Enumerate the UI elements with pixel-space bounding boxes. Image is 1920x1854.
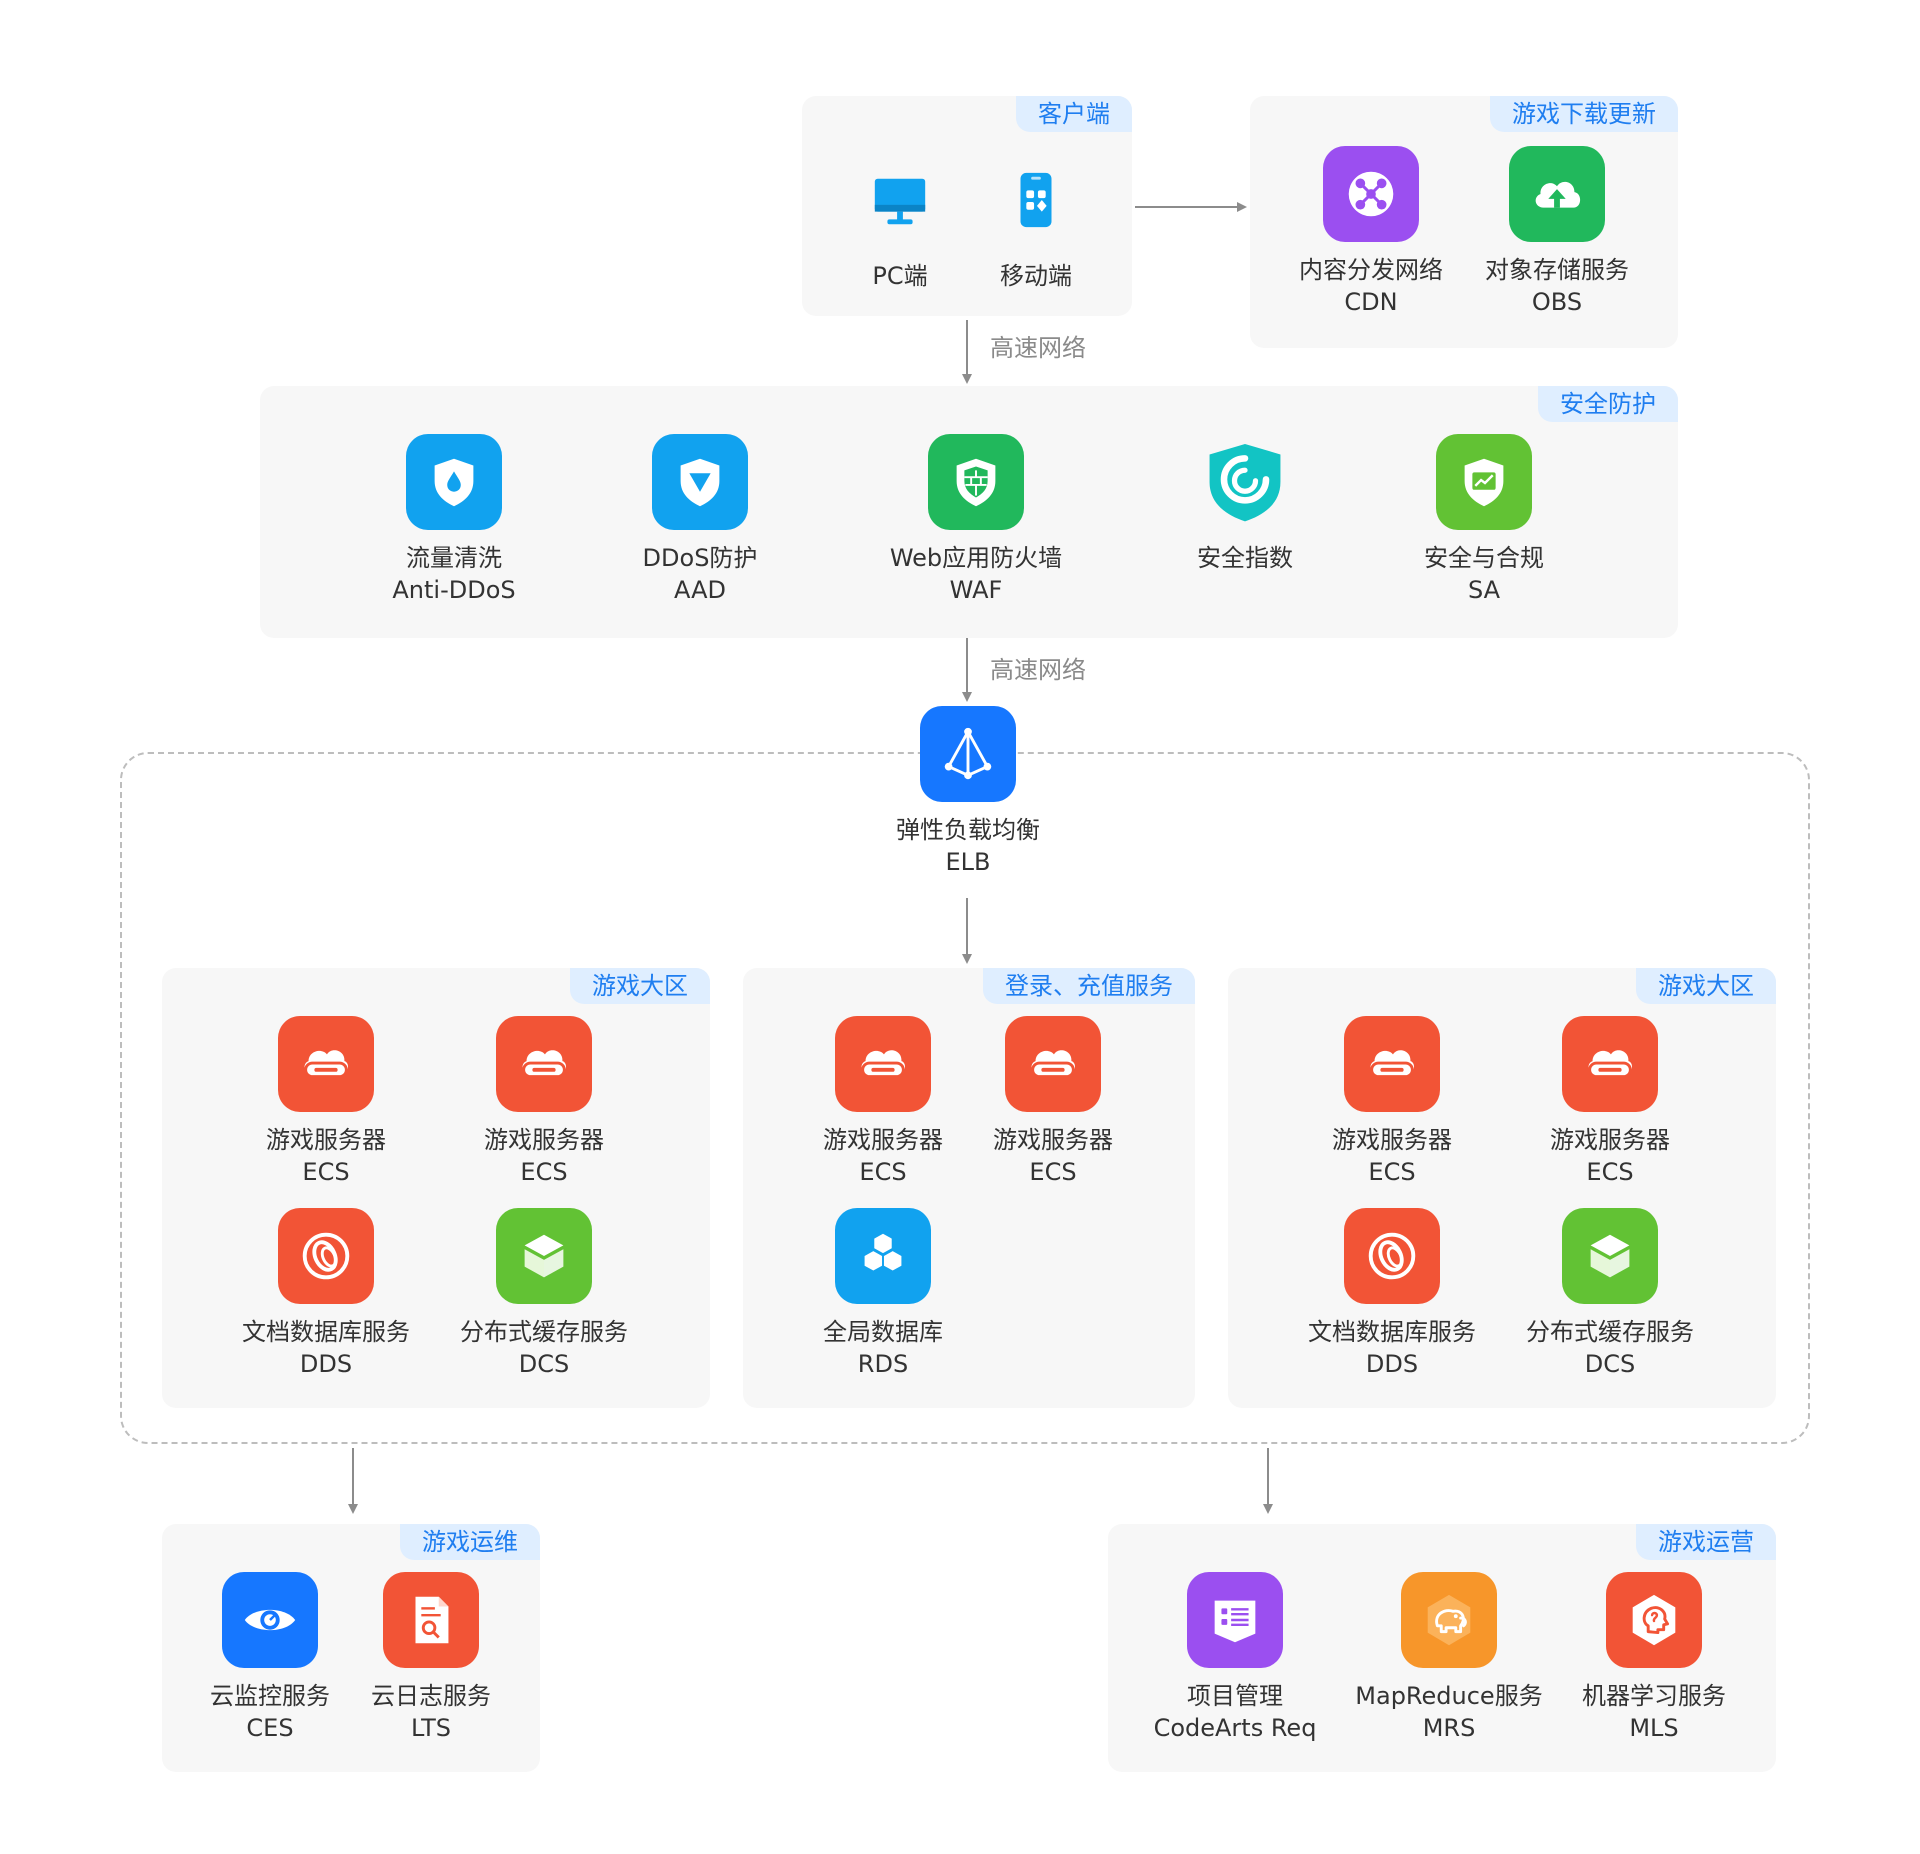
node-mls[interactable]: 机器学习服务 MLS: [1554, 1572, 1754, 1744]
server-cloud-icon: [1005, 1016, 1101, 1112]
group-tag-login: 登录、充值服务: [983, 968, 1195, 1004]
node-dcs[interactable]: 分布式缓存服务 DCS: [444, 1208, 644, 1380]
server-cloud-icon: [496, 1016, 592, 1112]
server-cloud-icon: [1344, 1016, 1440, 1112]
brain-head-icon: [1606, 1572, 1702, 1668]
group-tag-zone-left: 游戏大区: [570, 968, 710, 1004]
node-ces[interactable]: 云监控服务 CES: [170, 1572, 370, 1744]
shield-drop-icon: [406, 434, 502, 530]
node-waf[interactable]: Web应用防火墙 WAF: [876, 434, 1076, 606]
group-tag-client: 客户端: [1016, 96, 1132, 132]
node-codearts-req[interactable]: 项目管理 CodeArts Req: [1135, 1572, 1335, 1744]
group-tag-ops: 游戏运维: [400, 1524, 540, 1560]
node-obs[interactable]: 对象存储服务 OBS: [1457, 146, 1657, 318]
login-recharge-group: 登录、充值服务 游戏服务器 ECS 游戏服务器 ECS 全局数据库 RDS: [743, 968, 1195, 1408]
node-anti-ddos[interactable]: 流量清洗 Anti-DDoS: [354, 434, 554, 606]
server-cloud-icon: [835, 1016, 931, 1112]
node-mrs[interactable]: MapReduce服务 MRS: [1349, 1572, 1549, 1744]
document-db-icon: [278, 1208, 374, 1304]
node-elb[interactable]: 弹性负载均衡 ELB: [868, 706, 1068, 878]
node-aad[interactable]: DDoS防护 AAD: [600, 434, 800, 606]
load-balancer-icon: [920, 706, 1016, 802]
node-ecs[interactable]: 游戏服务器 ECS: [1510, 1016, 1710, 1188]
shield-brick-icon: [928, 434, 1024, 530]
game-ops-group: 游戏运维 云监控服务 CES 云日志服务 LTS: [162, 1524, 540, 1772]
network-label-upper: 高速网络: [990, 334, 1086, 362]
node-ecs[interactable]: 游戏服务器 ECS: [783, 1016, 983, 1188]
log-search-icon: [383, 1572, 479, 1668]
node-cdn[interactable]: 内容分发网络 CDN: [1271, 146, 1471, 318]
group-tag-security: 安全防护: [1538, 386, 1678, 422]
node-sa[interactable]: 安全与合规 SA: [1384, 434, 1584, 606]
shield-ring-icon: [1197, 434, 1293, 530]
game-zone-left-group: 游戏大区 游戏服务器 ECS 游戏服务器 ECS 文档数据库服务 DDS 分布式…: [162, 968, 710, 1408]
group-tag-zone-right: 游戏大区: [1636, 968, 1776, 1004]
server-cloud-icon: [278, 1016, 374, 1112]
node-ecs[interactable]: 游戏服务器 ECS: [953, 1016, 1153, 1188]
mobile-app-icon: [988, 152, 1084, 248]
client-group: 客户端 PC端 移动端: [802, 96, 1132, 316]
node-dcs[interactable]: 分布式缓存服务 DCS: [1510, 1208, 1710, 1380]
network-label-lower: 高速网络: [990, 656, 1086, 684]
node-security-index[interactable]: 安全指数: [1145, 434, 1345, 574]
game-zone-right-group: 游戏大区 游戏服务器 ECS 游戏服务器 ECS 文档数据库服务 DDS 分布式…: [1228, 968, 1776, 1408]
security-group: 安全防护 流量清洗 Anti-DDoS DDoS防护 AAD Web应用防火墙 …: [260, 386, 1678, 638]
node-ecs[interactable]: 游戏服务器 ECS: [444, 1016, 644, 1188]
node-ecs[interactable]: 游戏服务器 ECS: [226, 1016, 426, 1188]
shield-chart-icon: [1436, 434, 1532, 530]
node-lts[interactable]: 云日志服务 LTS: [331, 1572, 531, 1744]
node-dds[interactable]: 文档数据库服务 DDS: [1292, 1208, 1492, 1380]
node-mobile[interactable]: 移动端: [936, 152, 1136, 292]
node-pc[interactable]: PC端: [800, 152, 1000, 292]
node-rds[interactable]: 全局数据库 RDS: [783, 1208, 983, 1380]
elephant-icon: [1401, 1572, 1497, 1668]
game-operation-group: 游戏运营 项目管理 CodeArts Req MapReduce服务 MRS 机…: [1108, 1524, 1776, 1772]
monitor-eye-icon: [222, 1572, 318, 1668]
server-cloud-icon: [1562, 1016, 1658, 1112]
group-tag-download: 游戏下载更新: [1490, 96, 1678, 132]
monitor-icon: [852, 152, 948, 248]
document-db-icon: [1344, 1208, 1440, 1304]
cloud-upload-icon: [1509, 146, 1605, 242]
cube-cache-icon: [1562, 1208, 1658, 1304]
node-ecs[interactable]: 游戏服务器 ECS: [1292, 1016, 1492, 1188]
hexagon-db-icon: [835, 1208, 931, 1304]
cube-cache-icon: [496, 1208, 592, 1304]
node-dds[interactable]: 文档数据库服务 DDS: [226, 1208, 426, 1380]
group-tag-operation: 游戏运营: [1636, 1524, 1776, 1560]
download-group: 游戏下载更新 内容分发网络 CDN 对象存储服务 OBS: [1250, 96, 1678, 348]
shield-triangle-icon: [652, 434, 748, 530]
cdn-network-icon: [1323, 146, 1419, 242]
project-list-icon: [1187, 1572, 1283, 1668]
